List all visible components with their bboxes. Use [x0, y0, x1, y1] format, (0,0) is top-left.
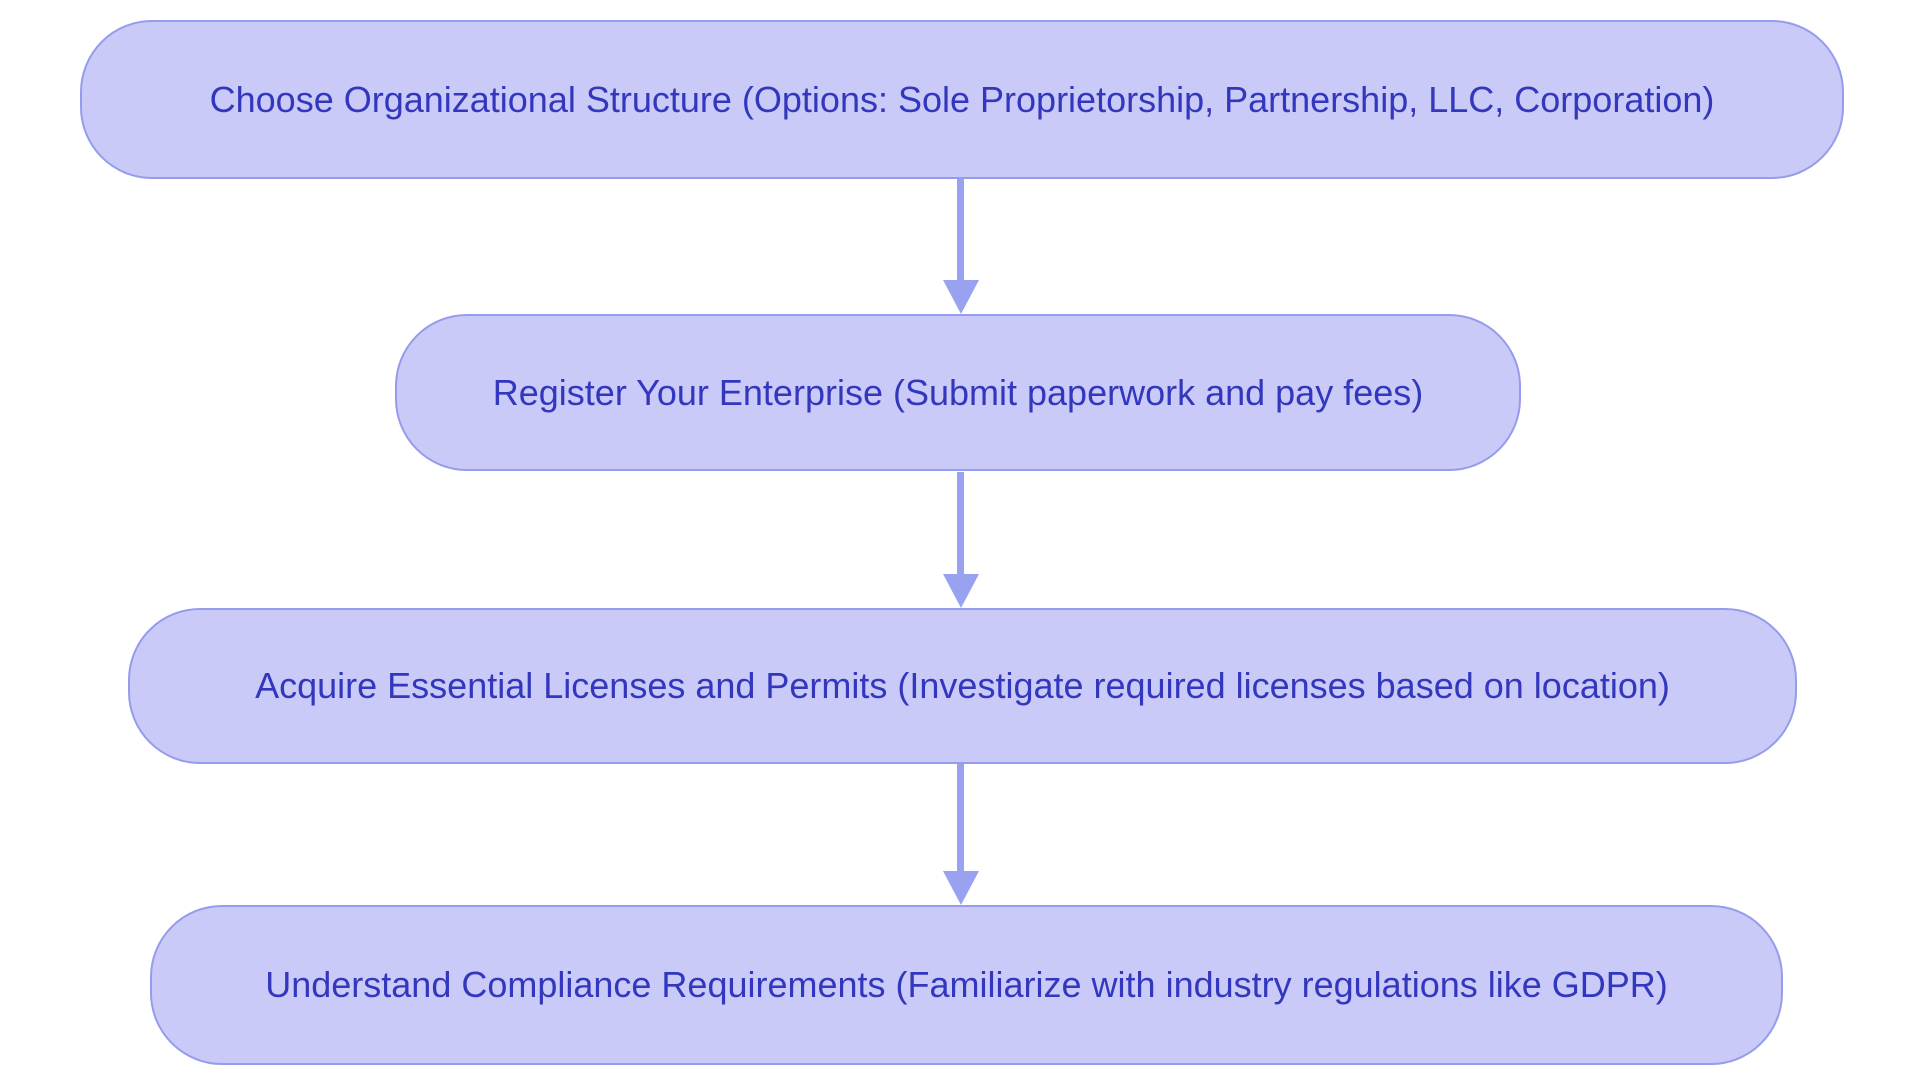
arrow-line [957, 472, 964, 574]
flow-connector-3 [942, 764, 979, 905]
arrow-down-icon [942, 574, 979, 608]
flow-node-label: Acquire Essential Licenses and Permits (… [255, 665, 1670, 707]
flow-node-label: Choose Organizational Structure (Options… [209, 78, 1715, 120]
flow-connector-2 [942, 472, 979, 608]
arrow-down-icon [942, 280, 979, 314]
arrow-line [957, 179, 964, 280]
arrow-line [957, 764, 964, 871]
arrow-down-icon [942, 871, 979, 905]
flow-node-acquire-licenses[interactable]: Acquire Essential Licenses and Permits (… [128, 608, 1797, 764]
flow-node-choose-structure[interactable]: Choose Organizational Structure (Options… [80, 20, 1844, 179]
flow-node-compliance-requirements[interactable]: Understand Compliance Requirements (Fami… [150, 905, 1783, 1065]
flow-node-label: Understand Compliance Requirements (Fami… [265, 964, 1668, 1006]
flow-node-register-enterprise[interactable]: Register Your Enterprise (Submit paperwo… [395, 314, 1521, 471]
flow-connector-1 [942, 179, 979, 314]
flow-node-label: Register Your Enterprise (Submit paperwo… [492, 371, 1424, 413]
